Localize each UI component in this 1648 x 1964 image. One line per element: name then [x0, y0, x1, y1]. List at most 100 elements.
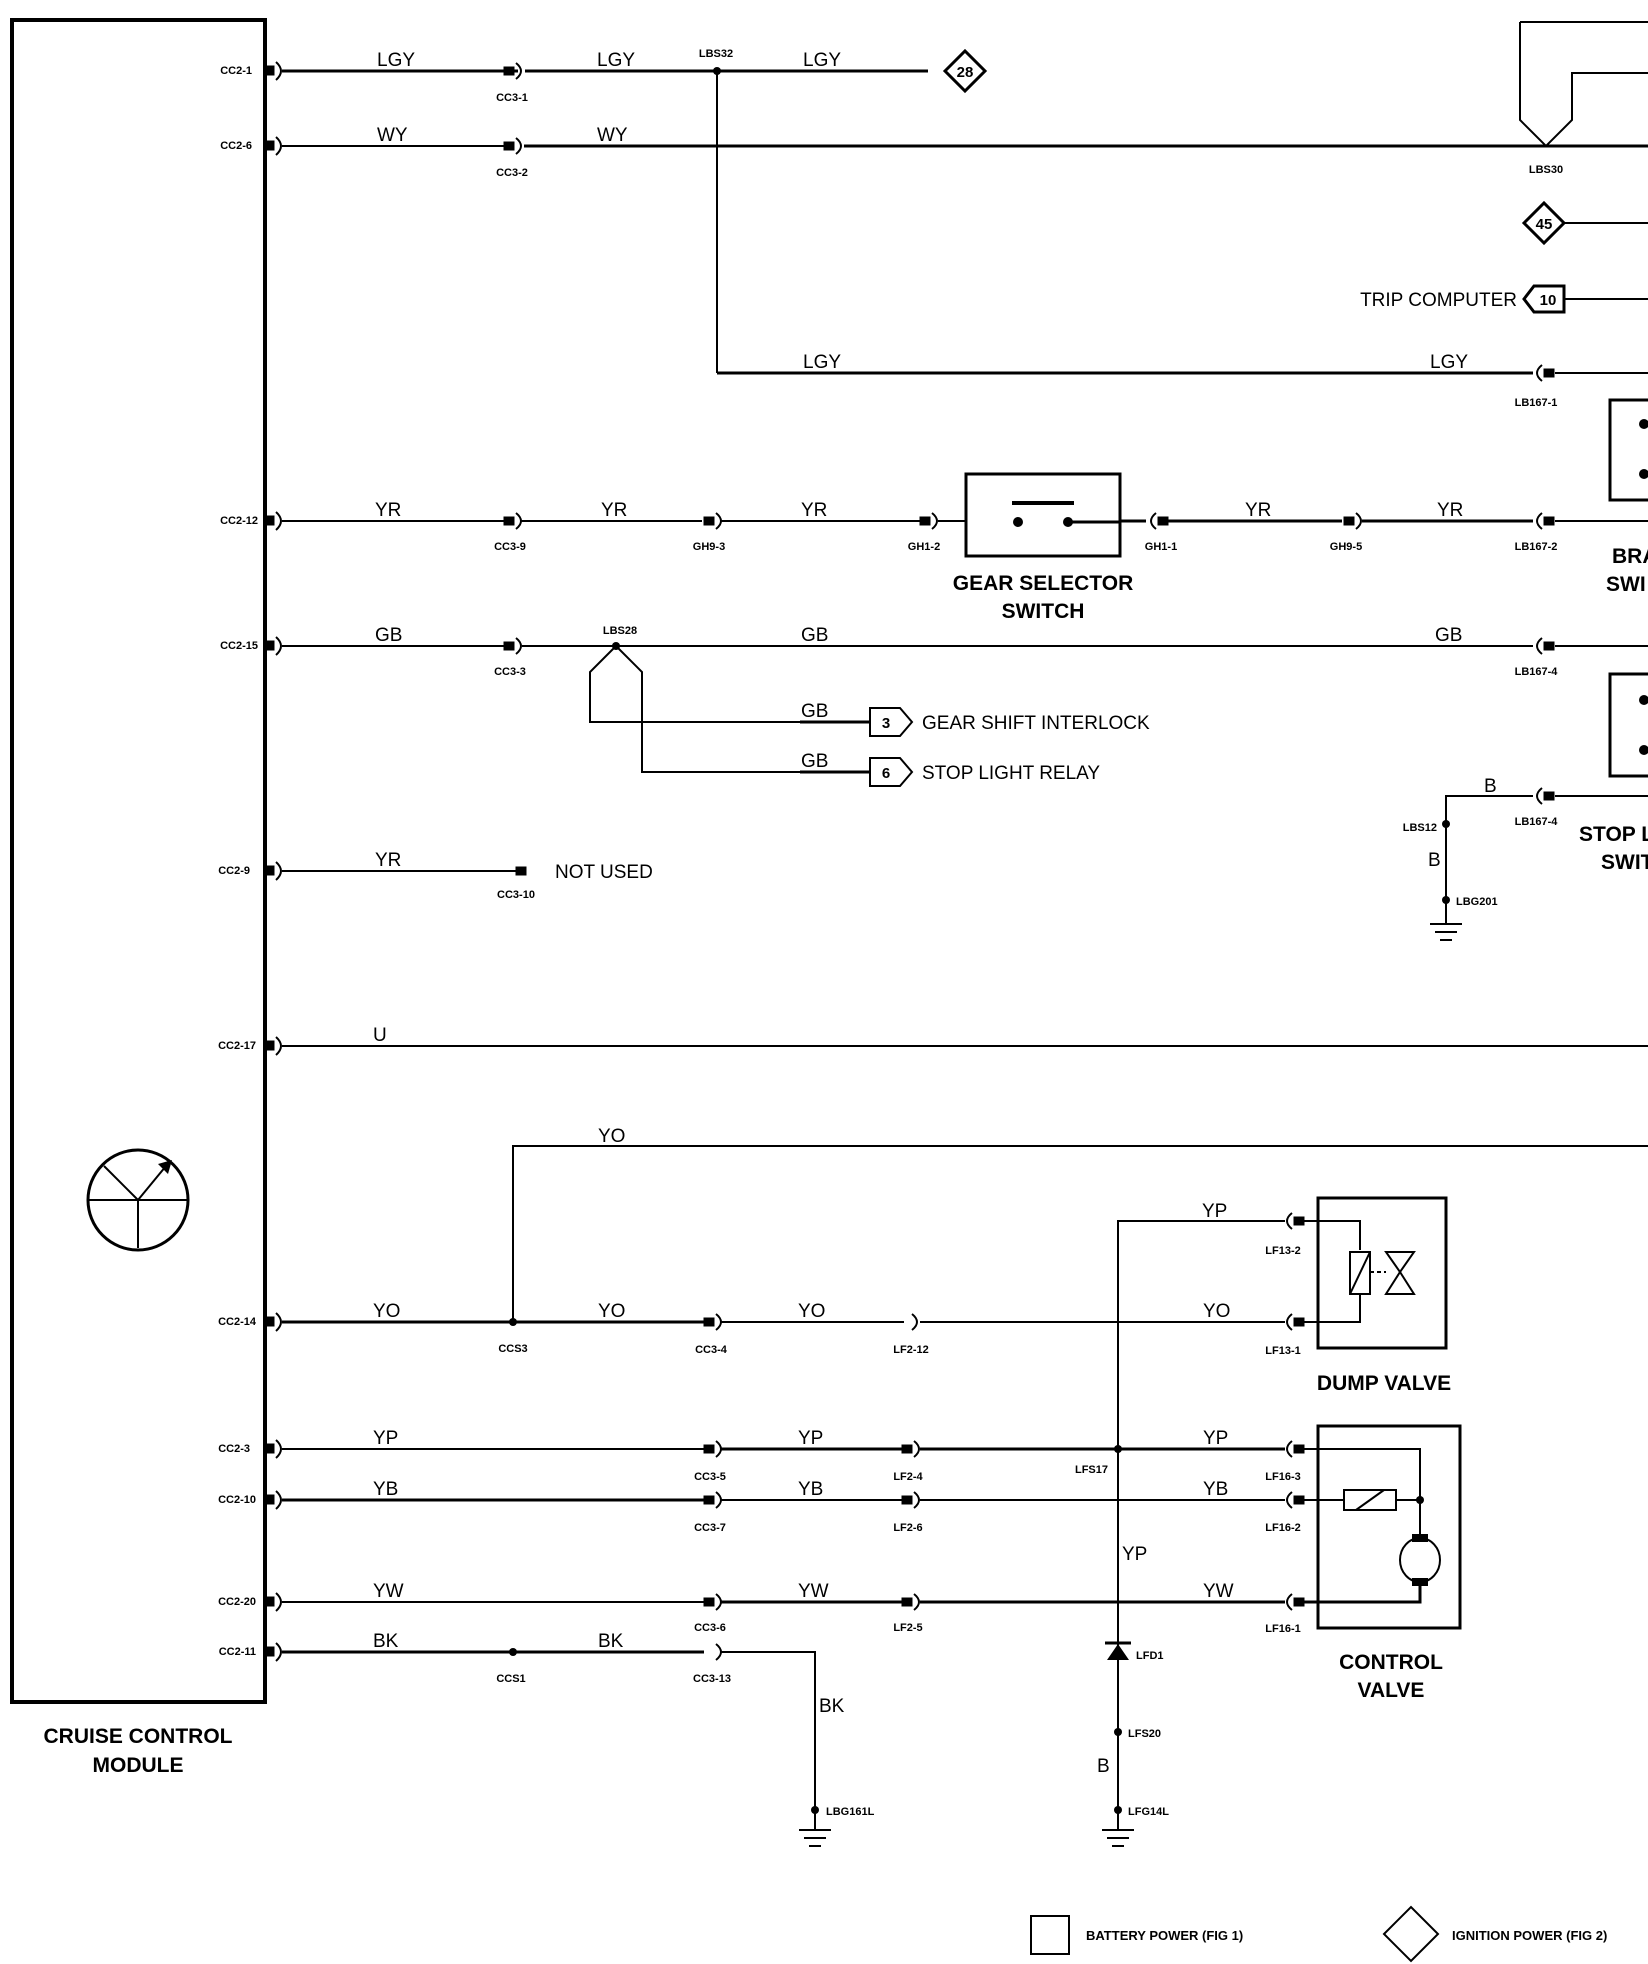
- module-symbol-icon: [86, 1148, 190, 1252]
- svg-text:CC3-13: CC3-13: [693, 1673, 731, 1685]
- ground-icon: [1430, 900, 1462, 941]
- svg-text:LB167-2: LB167-2: [1515, 541, 1558, 553]
- ref-diamond-45: 45: [1521, 200, 1567, 246]
- gear-selector-label-line2: SWITCH: [1002, 600, 1085, 623]
- module-label-line2: MODULE: [93, 1754, 184, 1777]
- control-valve-label-line2: VALVE: [1358, 1679, 1425, 1702]
- module-label-line1: CRUISE CONTROL: [44, 1725, 233, 1748]
- svg-text:LBS28: LBS28: [603, 625, 637, 637]
- ignition-power-legend-label: IGNITION POWER (FIG 2): [1452, 1928, 1607, 1943]
- svg-text:LF2-6: LF2-6: [893, 1522, 922, 1534]
- ref-tag-3: 3: [869, 707, 914, 737]
- svg-text:CC3-2: CC3-2: [496, 167, 528, 179]
- svg-text:LF2-12: LF2-12: [893, 1344, 928, 1356]
- svg-text:CC3-6: CC3-6: [694, 1622, 726, 1634]
- ground-icon: [799, 1810, 831, 1847]
- svg-text:YB: YB: [373, 1479, 398, 1500]
- brake-switch-label-line1: BRA: [1612, 545, 1648, 568]
- svg-text:GB: GB: [1435, 625, 1462, 646]
- svg-text:LF13-2: LF13-2: [1265, 1245, 1300, 1257]
- svg-text:LFG14L: LFG14L: [1128, 1806, 1169, 1818]
- svg-text:YR: YR: [375, 850, 401, 871]
- svg-text:YW: YW: [373, 1581, 404, 1602]
- gear-selector-label-line1: GEAR SELECTOR: [953, 572, 1133, 595]
- svg-text:WY: WY: [597, 125, 628, 146]
- svg-text:YR: YR: [801, 500, 827, 521]
- splice-labels: LBS32 LBS30 LBS28 LBS12 CCS3 CCS1 LFS17 …: [496, 48, 1563, 1740]
- svg-text:YB: YB: [798, 1479, 823, 1500]
- svg-text:LGY: LGY: [803, 352, 841, 373]
- gear-selector-switch: [964, 472, 1122, 558]
- battery-power-legend-label: BATTERY POWER (FIG 1): [1086, 1928, 1243, 1943]
- svg-text:28: 28: [957, 64, 974, 81]
- svg-text:LBS32: LBS32: [699, 48, 733, 60]
- svg-text:WY: WY: [377, 125, 408, 146]
- ignition-power-legend-icon: [1382, 1905, 1440, 1963]
- svg-text:YO: YO: [598, 1301, 625, 1322]
- svg-text:GH9-5: GH9-5: [1330, 541, 1362, 553]
- svg-text:LBS30: LBS30: [1529, 164, 1563, 176]
- ground-labels: LBG201 LBG161L LFG14L: [826, 896, 1498, 1818]
- svg-text:LBG201: LBG201: [1456, 896, 1498, 908]
- svg-text:LFS20: LFS20: [1128, 1728, 1161, 1740]
- control-valve: [1304, 1424, 1462, 1630]
- svg-text:CC3-4: CC3-4: [695, 1344, 728, 1356]
- pin-label: CC2-15: [220, 640, 258, 652]
- svg-text:CC3-1: CC3-1: [496, 92, 528, 104]
- svg-text:GB: GB: [801, 701, 828, 722]
- connector-labels: CC3-1 CC3-2 CC3-9 GH9-3 GH1-2 GH1-1 GH9-…: [494, 92, 1558, 1685]
- svg-text:BK: BK: [819, 1696, 845, 1717]
- svg-text:LFD1: LFD1: [1136, 1650, 1164, 1662]
- svg-text:GH9-3: GH9-3: [693, 541, 725, 553]
- stop-switch-partial: [1608, 672, 1648, 778]
- svg-text:LF13-1: LF13-1: [1265, 1345, 1300, 1357]
- pin-label: CC2-12: [220, 515, 258, 527]
- svg-text:B: B: [1428, 850, 1441, 871]
- svg-text:10: 10: [1540, 292, 1557, 309]
- brake-switch-partial: [1608, 398, 1648, 502]
- svg-text:LGY: LGY: [1430, 352, 1468, 373]
- svg-text:LF16-2: LF16-2: [1265, 1522, 1300, 1534]
- svg-text:YP: YP: [1122, 1544, 1147, 1565]
- svg-text:LGY: LGY: [803, 50, 841, 71]
- svg-text:YW: YW: [1203, 1581, 1234, 1602]
- svg-text:LGY: LGY: [377, 50, 415, 71]
- control-valve-label-line1: CONTROL: [1339, 1651, 1443, 1674]
- svg-text:3: 3: [882, 715, 890, 732]
- svg-text:GB: GB: [375, 625, 402, 646]
- pin-label: CC2-10: [218, 1494, 256, 1506]
- svg-text:YO: YO: [1203, 1301, 1230, 1322]
- pin-label: CC2-11: [219, 1646, 256, 1658]
- svg-text:CCS3: CCS3: [498, 1343, 527, 1355]
- stop-switch-label-line1: STOP L: [1579, 823, 1648, 846]
- svg-text:YB: YB: [1203, 1479, 1228, 1500]
- svg-text:6: 6: [882, 765, 890, 782]
- splice-dots: [509, 67, 1450, 1814]
- svg-text:U: U: [373, 1025, 387, 1046]
- legend: BATTERY POWER (FIG 1) IGNITION POWER (FI…: [1030, 1905, 1607, 1963]
- svg-text:GB: GB: [801, 625, 828, 646]
- wires: [282, 21, 1648, 1830]
- svg-text:B: B: [1097, 1756, 1110, 1777]
- svg-text:YP: YP: [798, 1428, 823, 1449]
- pin-label: CC2-20: [218, 1596, 256, 1608]
- svg-text:LGY: LGY: [597, 50, 635, 71]
- module-pins: CC2-1 CC2-6 CC2-12 CC2-15 CC2-9 CC2-17 C…: [218, 65, 258, 1658]
- inline-connectors: [503, 62, 1555, 1661]
- svg-text:YR: YR: [601, 500, 627, 521]
- svg-text:YP: YP: [1202, 1201, 1227, 1222]
- svg-text:YO: YO: [373, 1301, 400, 1322]
- svg-text:LB167-4: LB167-4: [1515, 666, 1559, 678]
- ref-tag-6: 6: [869, 757, 914, 787]
- svg-text:CC3-5: CC3-5: [694, 1471, 726, 1483]
- svg-text:CC3-7: CC3-7: [694, 1522, 726, 1534]
- svg-text:BK: BK: [598, 1631, 624, 1652]
- svg-text:YO: YO: [798, 1301, 825, 1322]
- pin-label: CC2-9: [218, 865, 250, 877]
- svg-text:LB167-4: LB167-4: [1515, 816, 1559, 828]
- svg-text:YP: YP: [1203, 1428, 1228, 1449]
- pin-label: CC2-1: [220, 65, 252, 77]
- stop-switch-label-line2: SWIT: [1601, 851, 1648, 874]
- svg-text:CC3-10: CC3-10: [497, 889, 535, 901]
